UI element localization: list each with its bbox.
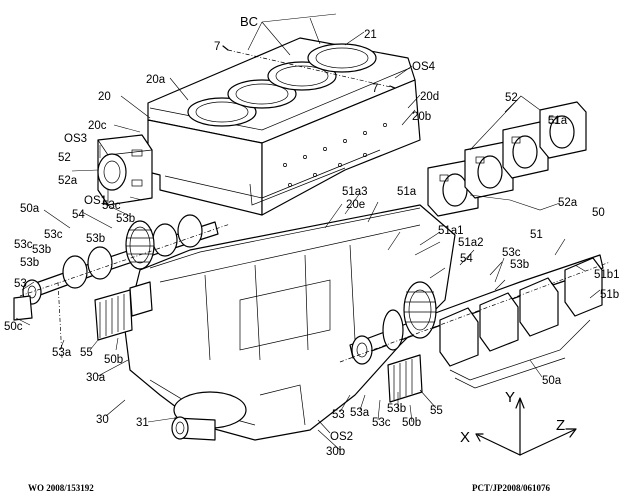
bearing-block-52-left [97, 134, 153, 206]
left-camshaft-53 [19, 214, 231, 359]
label-OS3: OS3 [64, 133, 87, 145]
label-53b-b: 53b [32, 244, 51, 256]
label-50b-bottom: 50b [402, 417, 421, 429]
crankshaft-nose-31 [171, 391, 247, 441]
label-53c-c: 53c [44, 229, 63, 241]
callout-labels: BC 21 7 7 OS4 20a 20 20d 52 OS3 20c 20b … [4, 14, 620, 458]
label-30: 30 [96, 414, 109, 426]
label-53c-right: 53c [502, 247, 521, 259]
right-camshaft-51 [339, 254, 611, 367]
label-50c: 50c [4, 321, 23, 333]
bearing-blocks-52-right [427, 101, 587, 217]
label-30b: 30b [326, 446, 345, 458]
label-52-top: 52 [505, 92, 518, 104]
axis-label-z: Z [556, 417, 565, 434]
cylinder-bores-21 [187, 43, 396, 127]
label-53a-bottom: 53a [350, 407, 370, 419]
label-31: 31 [136, 417, 149, 429]
label-7-right: 7 [372, 83, 378, 95]
label-52a-right: 52a [558, 197, 578, 209]
label-50-right: 50 [592, 207, 605, 219]
label-53c-bottom: 53c [372, 417, 391, 429]
label-51a1: 51a1 [438, 225, 464, 237]
label-51a: 51a [397, 186, 417, 198]
label-53b-a: 53b [116, 213, 135, 225]
right-spring-55 [387, 354, 423, 403]
label-50b-left: 50b [104, 354, 123, 366]
right-bracket-50a [449, 319, 591, 389]
crankcase-30 [124, 204, 456, 441]
label-OS1: OS1 [84, 195, 107, 207]
label-20: 20 [98, 91, 111, 103]
label-51a2: 51a2 [458, 237, 484, 249]
publication-number: WO 2008/153192 [28, 483, 94, 493]
label-52-left: 52 [58, 152, 71, 164]
axis-label-x: X [460, 429, 470, 446]
label-21: 21 [364, 29, 377, 41]
leader-lines [15, 13, 601, 451]
label-53b-d: 53b [20, 257, 39, 269]
label-7-top: 7 [214, 41, 220, 53]
axis-label-y: Y [505, 389, 515, 406]
left-spring-55 [94, 281, 153, 341]
label-54-left: 54 [72, 209, 85, 221]
label-OS4: OS4 [412, 61, 436, 73]
label-55-bottom: 55 [430, 405, 443, 417]
label-50a-left: 50a [20, 203, 40, 215]
label-52a-left: 52a [58, 175, 78, 187]
label-53b-right: 53b [510, 259, 529, 271]
label-20d: 20d [420, 91, 439, 103]
label-20c: 20c [88, 120, 107, 132]
label-53b-c: 53b [86, 233, 105, 245]
label-51b1: 51b1 [594, 269, 620, 281]
application-number: PCT/JP2008/061076 [472, 483, 550, 493]
label-55-left: 55 [80, 347, 93, 359]
label-OS2: OS2 [330, 431, 353, 443]
axis-labels: Y X Z [460, 389, 565, 446]
label-20e: 20e [346, 199, 365, 211]
label-53-bottom: 53 [332, 409, 345, 421]
left-endplate-50c [13, 295, 33, 321]
label-51a3: 51a3 [342, 186, 368, 198]
label-53c-a: 53c [102, 200, 121, 212]
label-BC: BC [240, 14, 258, 29]
label-53c-b: 53c [14, 239, 33, 251]
label-51: 51 [530, 229, 543, 241]
label-30a: 30a [86, 372, 106, 384]
label-20a: 20a [146, 74, 166, 86]
label-53-left: 53 [14, 278, 27, 290]
label-54-mid: 54 [460, 253, 473, 265]
label-51a-right: 51a [548, 115, 568, 127]
label-53b-bottom: 53b [387, 403, 406, 415]
label-53a-left: 53a [52, 347, 72, 359]
axis-triad [475, 397, 577, 456]
label-50a-right: 50a [542, 375, 562, 387]
label-51b: 51b [600, 289, 619, 301]
label-20b: 20b [412, 111, 431, 123]
